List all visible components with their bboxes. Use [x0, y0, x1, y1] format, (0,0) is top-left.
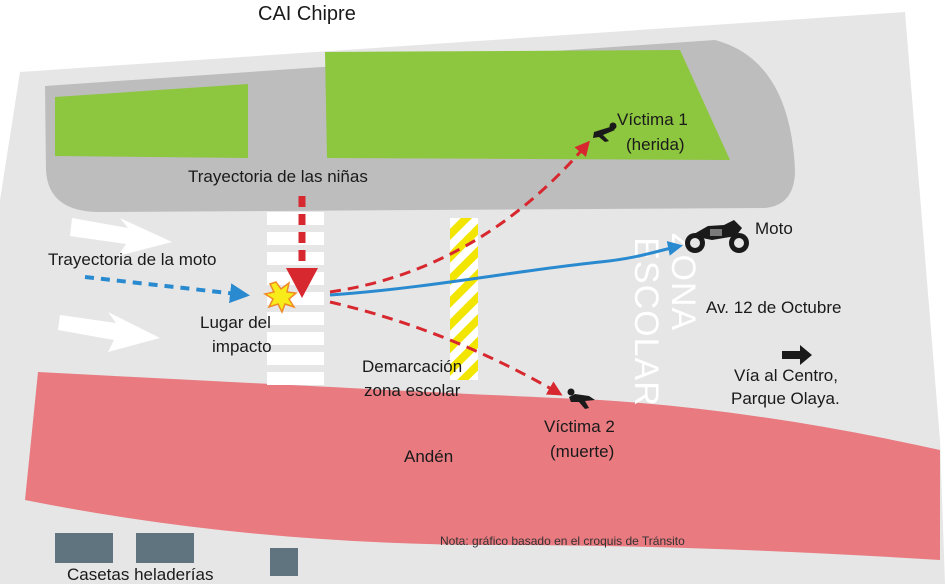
caseta-1: [55, 533, 113, 563]
label-victima2-2: (muerte): [550, 442, 614, 461]
moto-trajectory-dashed: [84, 275, 250, 304]
label-victima1-2: (herida): [626, 135, 685, 154]
motorcycle-icon: [685, 220, 749, 253]
caseta-3: [270, 548, 298, 576]
school-zone-strip: [450, 218, 478, 380]
caseta-2: [136, 533, 194, 563]
explosion-icon: [263, 281, 298, 314]
label-victima1-1: Víctima 1: [617, 110, 688, 129]
label-lugar-impacto-1: Lugar del: [200, 313, 271, 332]
label-demarcacion-1: Demarcación: [362, 357, 462, 376]
escolar-text: ESCOLAR: [627, 237, 665, 407]
label-nota: Nota: gráfico basado en el croquis de Tr…: [440, 534, 685, 548]
grass-right: [325, 50, 730, 160]
label-via-1: Vía al Centro,: [734, 366, 838, 385]
lane-arrow-top: [70, 218, 172, 256]
title-cai-chipre: CAI Chipre: [258, 3, 356, 25]
ninas-arrowhead: [286, 268, 318, 298]
grass-left: [55, 84, 248, 158]
moto-trajectory-solid: [329, 241, 683, 297]
label-casetas: Casetas heladerías: [67, 565, 213, 584]
victim-figure-icon: [593, 122, 617, 142]
label-trayectoria-ninas: Trayectoria de las niñas: [188, 167, 368, 186]
lane-arrow-bottom: [58, 312, 160, 352]
label-via-2: Parque Olaya.: [731, 389, 840, 408]
victim2-trajectory: [329, 300, 563, 396]
victim1-trajectory: [329, 140, 590, 294]
label-lugar-impacto-2: impacto: [212, 337, 272, 356]
label-trayectoria-moto: Trayectoria de la moto: [48, 250, 217, 269]
label-avenida: Av. 12 de Octubre: [706, 298, 841, 317]
label-moto: Moto: [755, 219, 793, 238]
direction-arrow-icon: [782, 345, 812, 365]
label-victima2-1: Víctima 2: [544, 417, 615, 436]
label-demarcacion-2: zona escolar: [364, 381, 461, 400]
victim-figure-icon: [567, 388, 595, 409]
label-anden: Andén: [404, 447, 453, 466]
sidewalk: [25, 372, 940, 560]
